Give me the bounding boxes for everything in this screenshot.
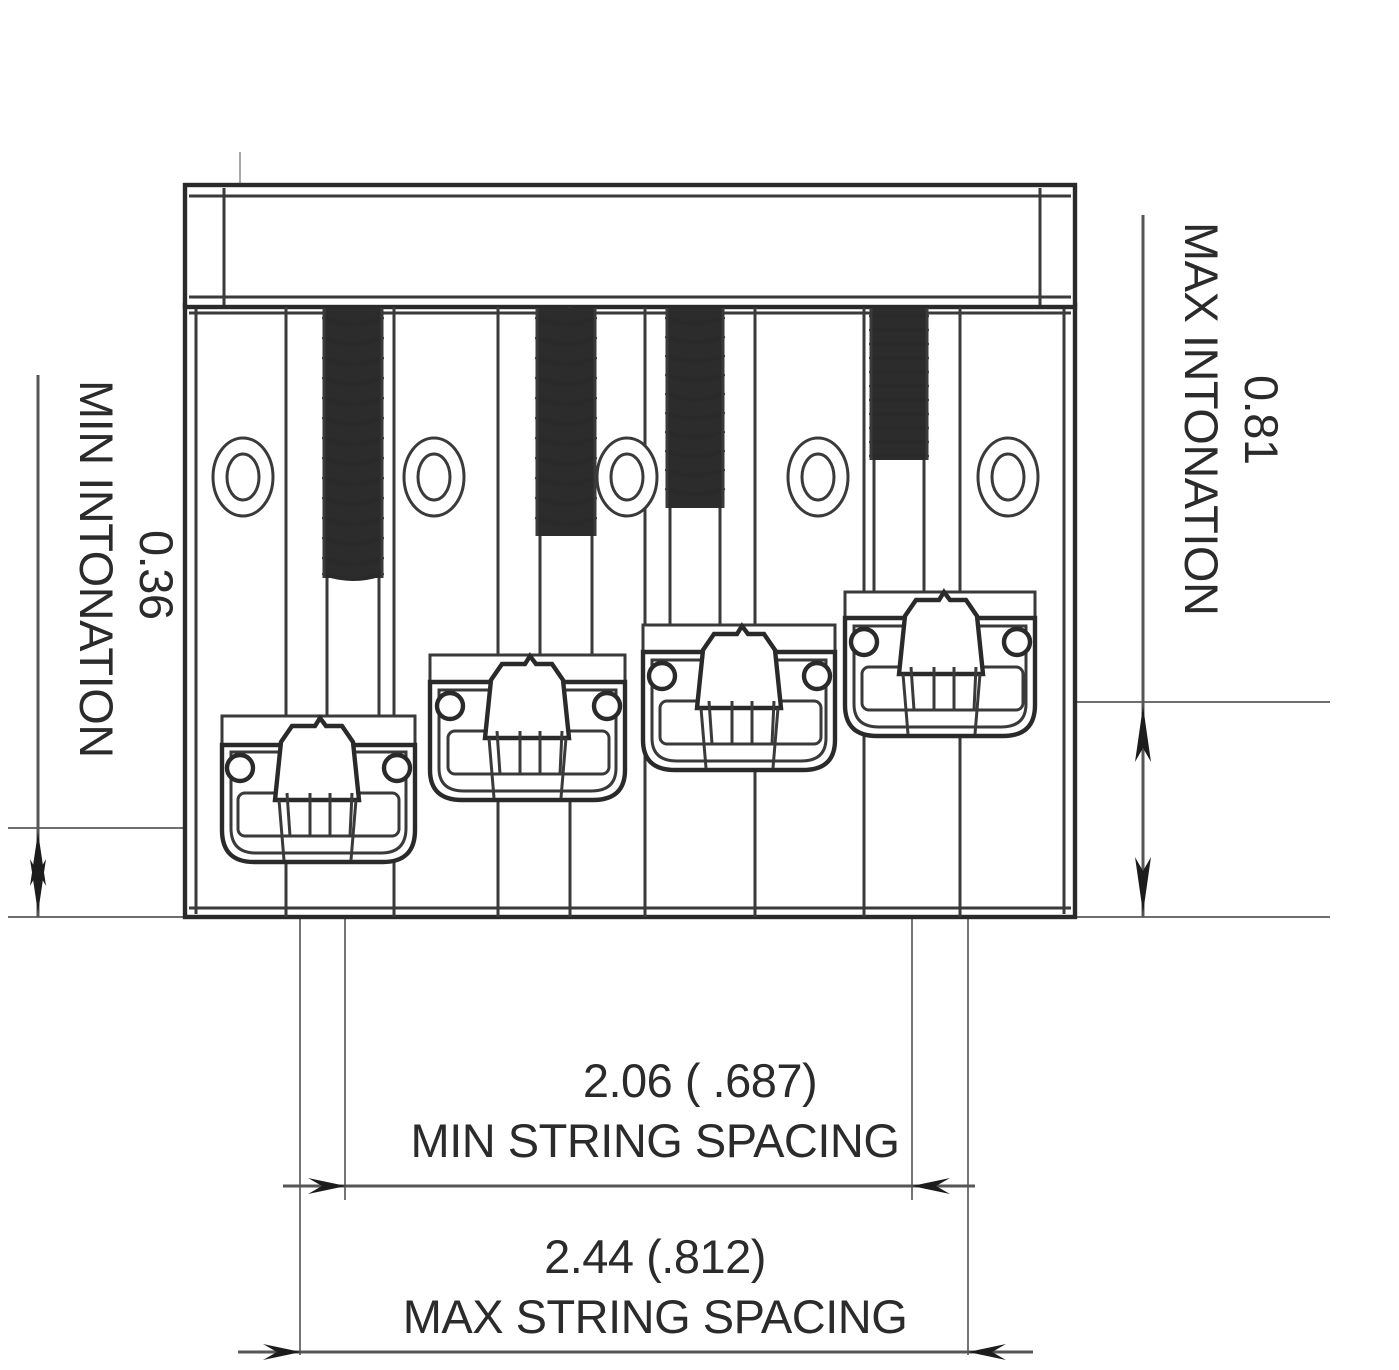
mounting-hole bbox=[211, 436, 275, 518]
bridge-body bbox=[182, 182, 1078, 920]
mounting-hole bbox=[595, 436, 659, 518]
min-intonation-value: 0.36 bbox=[130, 530, 183, 619]
mounting-hole bbox=[786, 436, 850, 518]
min-intonation-label: MIN INTONATION bbox=[70, 380, 123, 758]
max-intonation-value: 0.81 bbox=[1235, 375, 1288, 464]
dimension-min-intonation: 0.36 MIN INTONATION bbox=[30, 375, 183, 917]
bridge-saddle bbox=[219, 714, 418, 865]
bridge-saddle bbox=[842, 588, 1038, 739]
dimension-max-intonation: 0.81 MAX INTONATION bbox=[1135, 215, 1288, 917]
intonation-screw bbox=[535, 308, 597, 675]
bridge-top-rail bbox=[182, 182, 1078, 310]
mounting-holes bbox=[211, 436, 1040, 518]
mounting-hole bbox=[976, 436, 1040, 518]
min-string-spacing-label: MIN STRING SPACING bbox=[411, 1114, 900, 1167]
dimension-min-string-spacing: 2.06 ( .687) MIN STRING SPACING bbox=[283, 1054, 975, 1194]
mounting-hole bbox=[402, 436, 466, 518]
intonation-screw bbox=[665, 308, 725, 650]
bridge-saddle bbox=[427, 652, 628, 803]
intonation-screw bbox=[322, 308, 384, 760]
max-intonation-label: MAX INTONATION bbox=[1175, 222, 1228, 615]
min-string-spacing-value: 2.06 ( .687) bbox=[583, 1054, 817, 1107]
intonation-screw bbox=[869, 308, 929, 612]
dimension-max-string-spacing: 2.44 (.812) MAX STRING SPACING bbox=[238, 1230, 1033, 1360]
max-string-spacing-label: MAX STRING SPACING bbox=[403, 1290, 908, 1343]
max-string-spacing-value: 2.44 (.812) bbox=[544, 1230, 766, 1283]
bridge-saddle bbox=[640, 622, 838, 773]
